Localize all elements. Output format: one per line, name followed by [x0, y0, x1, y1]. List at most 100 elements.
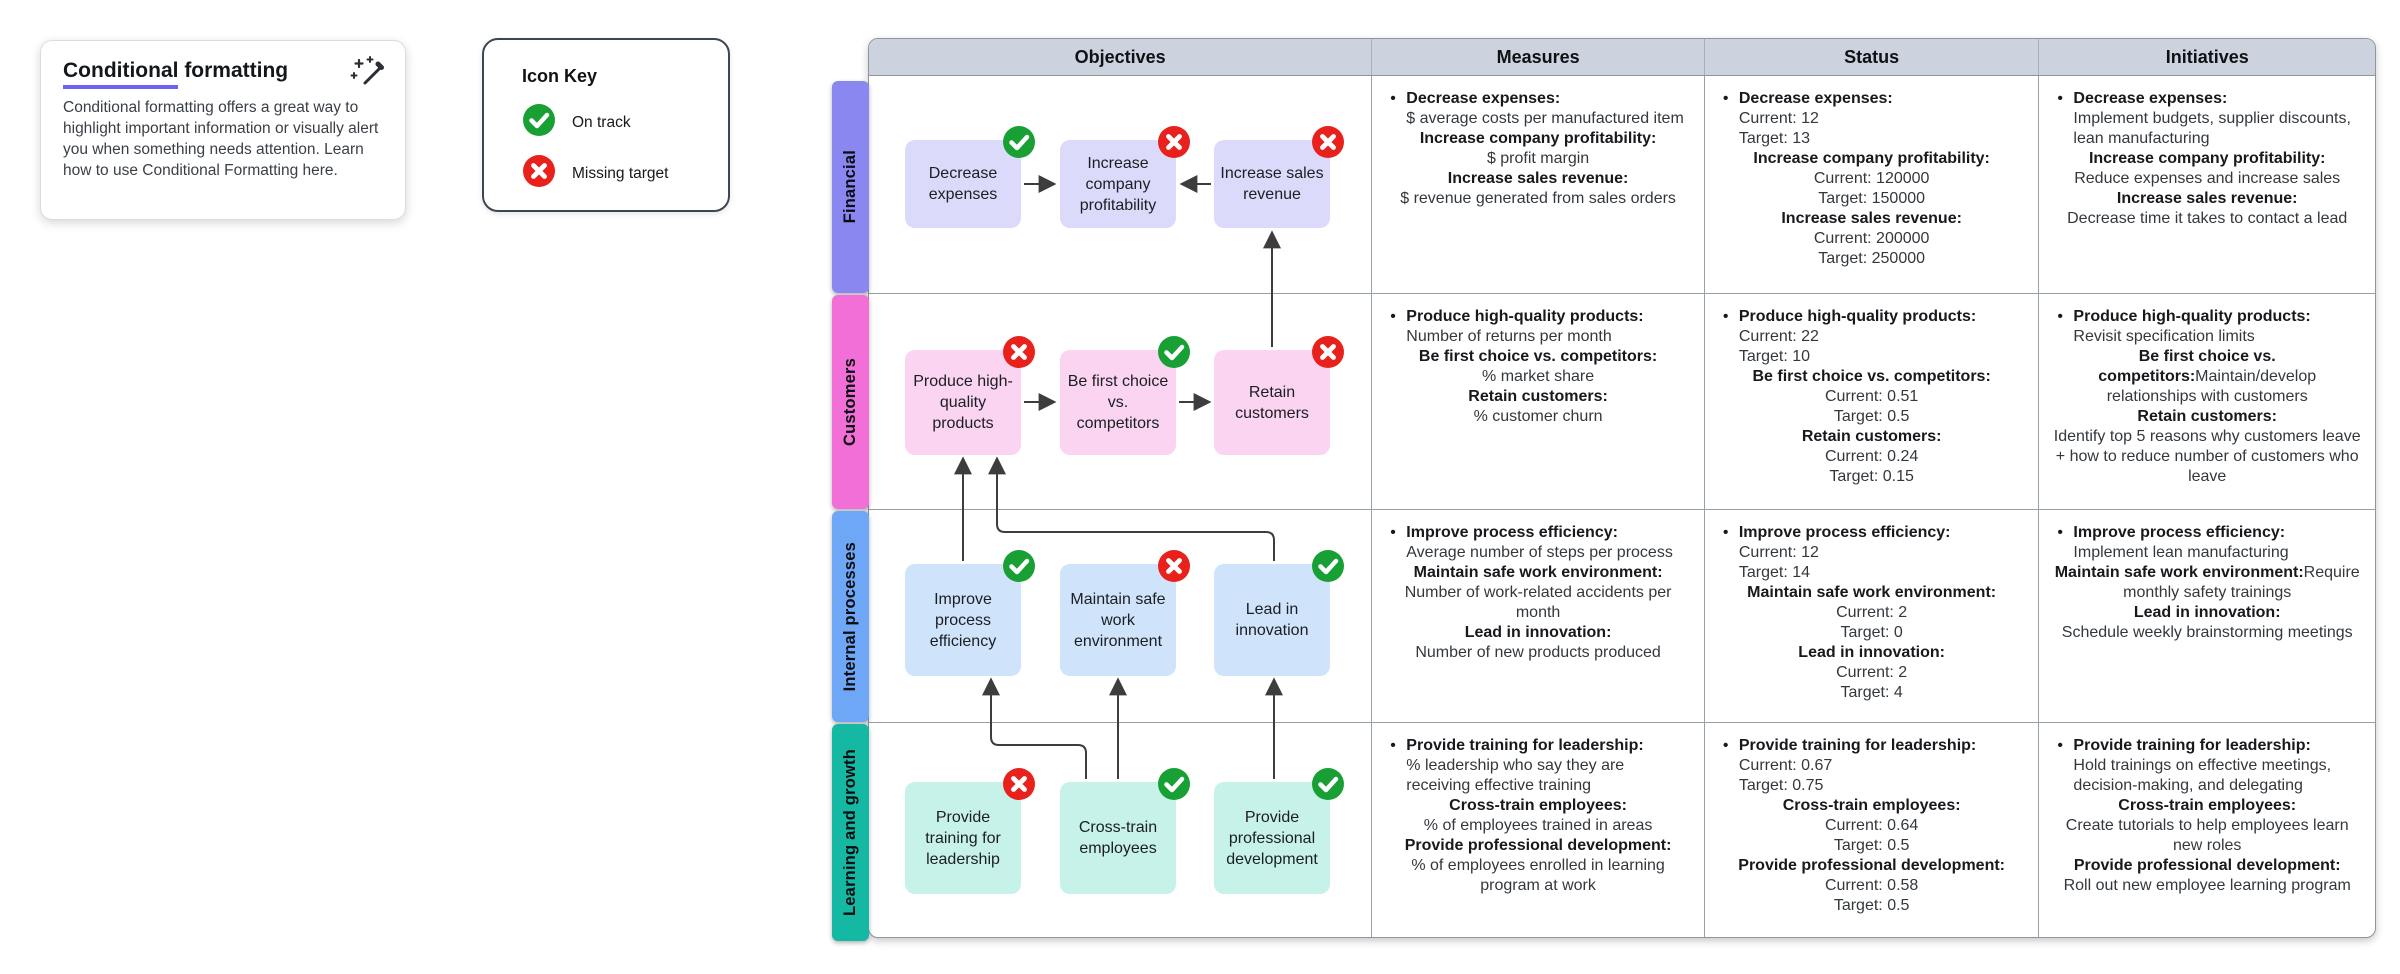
bullet: • — [1722, 90, 1729, 107]
item-text: Maintain/develop relationships with cust… — [2106, 368, 2317, 405]
item-heading: Lead in innovation: — [2133, 604, 2281, 621]
item-heading: Maintain safe work environment: — [1413, 564, 1663, 581]
status-check-icon[interactable] — [1002, 125, 1036, 159]
item-heading: Be first choice vs. competitors: — [1418, 348, 1658, 365]
status-check-icon[interactable] — [1311, 767, 1345, 801]
initiatives-cell[interactable]: •Improve process efficiency:Implement le… — [2039, 510, 2375, 722]
status-x-icon[interactable] — [1002, 767, 1036, 801]
cell-item: •Provide training for leadership:Current… — [1717, 736, 2027, 796]
cell-item: Provide professional development:Current… — [1717, 856, 2027, 916]
measures-cell[interactable]: •Improve process efficiency:Average numb… — [1372, 510, 1705, 722]
objective-box-lead-in-innovation[interactable]: Lead in innovation — [1214, 550, 1344, 676]
magic-wand-icon[interactable] — [347, 55, 389, 97]
bullet: • — [1722, 308, 1729, 325]
objectives-cell[interactable] — [869, 294, 1373, 509]
cell-item: •Decrease expenses:$ average costs per m… — [1384, 89, 1692, 129]
item-text: Current: 0.64 — [1824, 817, 1919, 834]
row-label-strip-internal-processes[interactable]: Internal processes — [832, 511, 869, 722]
row-label-strip-financial[interactable]: Financial — [832, 81, 869, 293]
item-heading: Retain customers: — [1468, 388, 1608, 405]
status-check-icon[interactable] — [1311, 549, 1345, 583]
cell-item: •Produce high-quality products:Current: … — [1717, 307, 2027, 367]
status-x-icon[interactable] — [1157, 549, 1191, 583]
objective-box-label: Provide professional development — [1226, 808, 1318, 868]
icon-key-entry: On track — [522, 103, 728, 142]
measures-cell[interactable]: •Decrease expenses:$ average costs per m… — [1372, 76, 1705, 293]
row-label-strip-learning-and-growth[interactable]: Learning and growth — [832, 724, 869, 941]
objective-box-label: Decrease expenses — [928, 165, 998, 203]
status-x-icon[interactable] — [1157, 125, 1191, 159]
objective-box-improve-process-efficiency[interactable]: Improve process efficiency — [905, 550, 1035, 676]
row-label-strip-customers[interactable]: Customers — [832, 295, 869, 509]
column-header-measures[interactable]: Measures — [1372, 39, 1705, 75]
objective-box-cross-train-employees[interactable]: Cross-train employees — [1060, 768, 1190, 894]
cell-item: Provide professional development:% of em… — [1384, 836, 1692, 896]
bullet: • — [1390, 90, 1396, 107]
objectives-cell[interactable] — [869, 510, 1373, 722]
item-heading: Provide training for leadership: — [2073, 737, 2311, 754]
cell-item: Be first choice vs. competitors:Current:… — [1717, 367, 2027, 427]
measures-cell[interactable]: •Provide training for leadership:% leade… — [1372, 723, 1705, 937]
item-heading: Cross-train employees: — [1782, 797, 1961, 814]
item-heading: Be first choice vs. competitors: — [1752, 368, 1991, 385]
item-heading: Increase company profitability: — [1419, 130, 1657, 147]
row-label: Customers — [841, 358, 859, 446]
table-header-row: Objectives Measures Status Initiatives — [869, 39, 2375, 76]
cell-item: Maintain safe work environment:Current: … — [1717, 583, 2027, 643]
status-check-icon[interactable] — [1157, 767, 1191, 801]
bullet: • — [2057, 737, 2064, 754]
item-heading: Maintain safe work environment: — [2054, 564, 2304, 581]
measures-cell[interactable]: •Produce high-quality products:Number of… — [1372, 294, 1705, 509]
item-heading: Increase company profitability: — [1753, 150, 1990, 167]
column-header-objectives[interactable]: Objectives — [869, 39, 1373, 75]
objective-box-increase-company-profitability[interactable]: Increase company profitability — [1060, 126, 1190, 228]
initiatives-cell[interactable]: •Decrease expenses:Implement budgets, su… — [2039, 76, 2375, 293]
item-text: Implement lean manufacturing — [2073, 544, 2289, 561]
item-text: Current: 2 — [1836, 664, 1908, 681]
item-text: % of employees enrolled in learning prog… — [1411, 857, 1665, 894]
item-heading: Lead in innovation: — [1798, 644, 1945, 661]
initiatives-cell[interactable]: •Provide training for leadership:Hold tr… — [2039, 723, 2375, 937]
item-text: Target: 0 — [1840, 624, 1903, 641]
bullet: • — [2057, 524, 2064, 541]
table-body: •Decrease expenses:$ average costs per m… — [869, 76, 2375, 937]
card-body-text: Conditional formatting offers a great wa… — [63, 99, 379, 179]
objective-box-produce-high-quality-products[interactable]: Produce high-quality products — [905, 336, 1035, 455]
objective-box-retain-customers[interactable]: Retain customers — [1214, 336, 1344, 455]
conditional-formatting-card: Conditional formatting Conditional forma… — [40, 40, 406, 220]
objective-box-decrease-expenses[interactable]: Decrease expenses — [905, 126, 1035, 228]
status-cell[interactable]: •Produce high-quality products:Current: … — [1705, 294, 2040, 509]
item-text: Target: 14 — [1738, 564, 1811, 581]
status-check-icon[interactable] — [1002, 549, 1036, 583]
table-row-learning-and-growth: •Provide training for leadership:% leade… — [869, 723, 2375, 937]
status-x-icon[interactable] — [1002, 335, 1036, 369]
item-heading: Lead in innovation: — [1464, 624, 1612, 641]
status-cell[interactable]: •Provide training for leadership:Current… — [1705, 723, 2040, 937]
status-x-icon[interactable] — [1311, 335, 1345, 369]
objective-box-provide-professional-development[interactable]: Provide professional development — [1214, 768, 1344, 894]
objective-box-be-first-choice-vs-competitors[interactable]: Be first choice vs. competitors — [1060, 336, 1190, 455]
bullet: • — [1390, 737, 1396, 754]
objective-box-provide-training-for-leadership[interactable]: Provide training for leadership — [905, 768, 1035, 894]
cell-item: Increase company profitability:Reduce ex… — [2051, 149, 2363, 189]
status-x-icon[interactable] — [1311, 125, 1345, 159]
initiatives-cell[interactable]: •Produce high-quality products:Revisit s… — [2039, 294, 2375, 509]
item-heading: Decrease expenses: — [2073, 90, 2228, 107]
table-row-financial: •Decrease expenses:$ average costs per m… — [869, 76, 2375, 294]
icon-key-label: On track — [572, 113, 631, 131]
item-heading: Decrease expenses: — [1738, 90, 1893, 107]
objective-box-increase-sales-revenue[interactable]: Increase sales revenue — [1214, 126, 1344, 228]
objective-box-maintain-safe-work-environment[interactable]: Maintain safe work environment — [1060, 550, 1190, 676]
objectives-cell[interactable] — [869, 76, 1373, 293]
objective-box-label: Increase sales revenue — [1220, 165, 1324, 203]
column-header-status[interactable]: Status — [1705, 39, 2040, 75]
status-check-icon[interactable] — [1157, 335, 1191, 369]
card-title: Conditional formatting — [63, 59, 383, 89]
item-text: % of employees trained in areas — [1423, 817, 1653, 834]
objectives-cell[interactable] — [869, 723, 1373, 937]
column-header-initiatives[interactable]: Initiatives — [2165, 46, 2249, 67]
